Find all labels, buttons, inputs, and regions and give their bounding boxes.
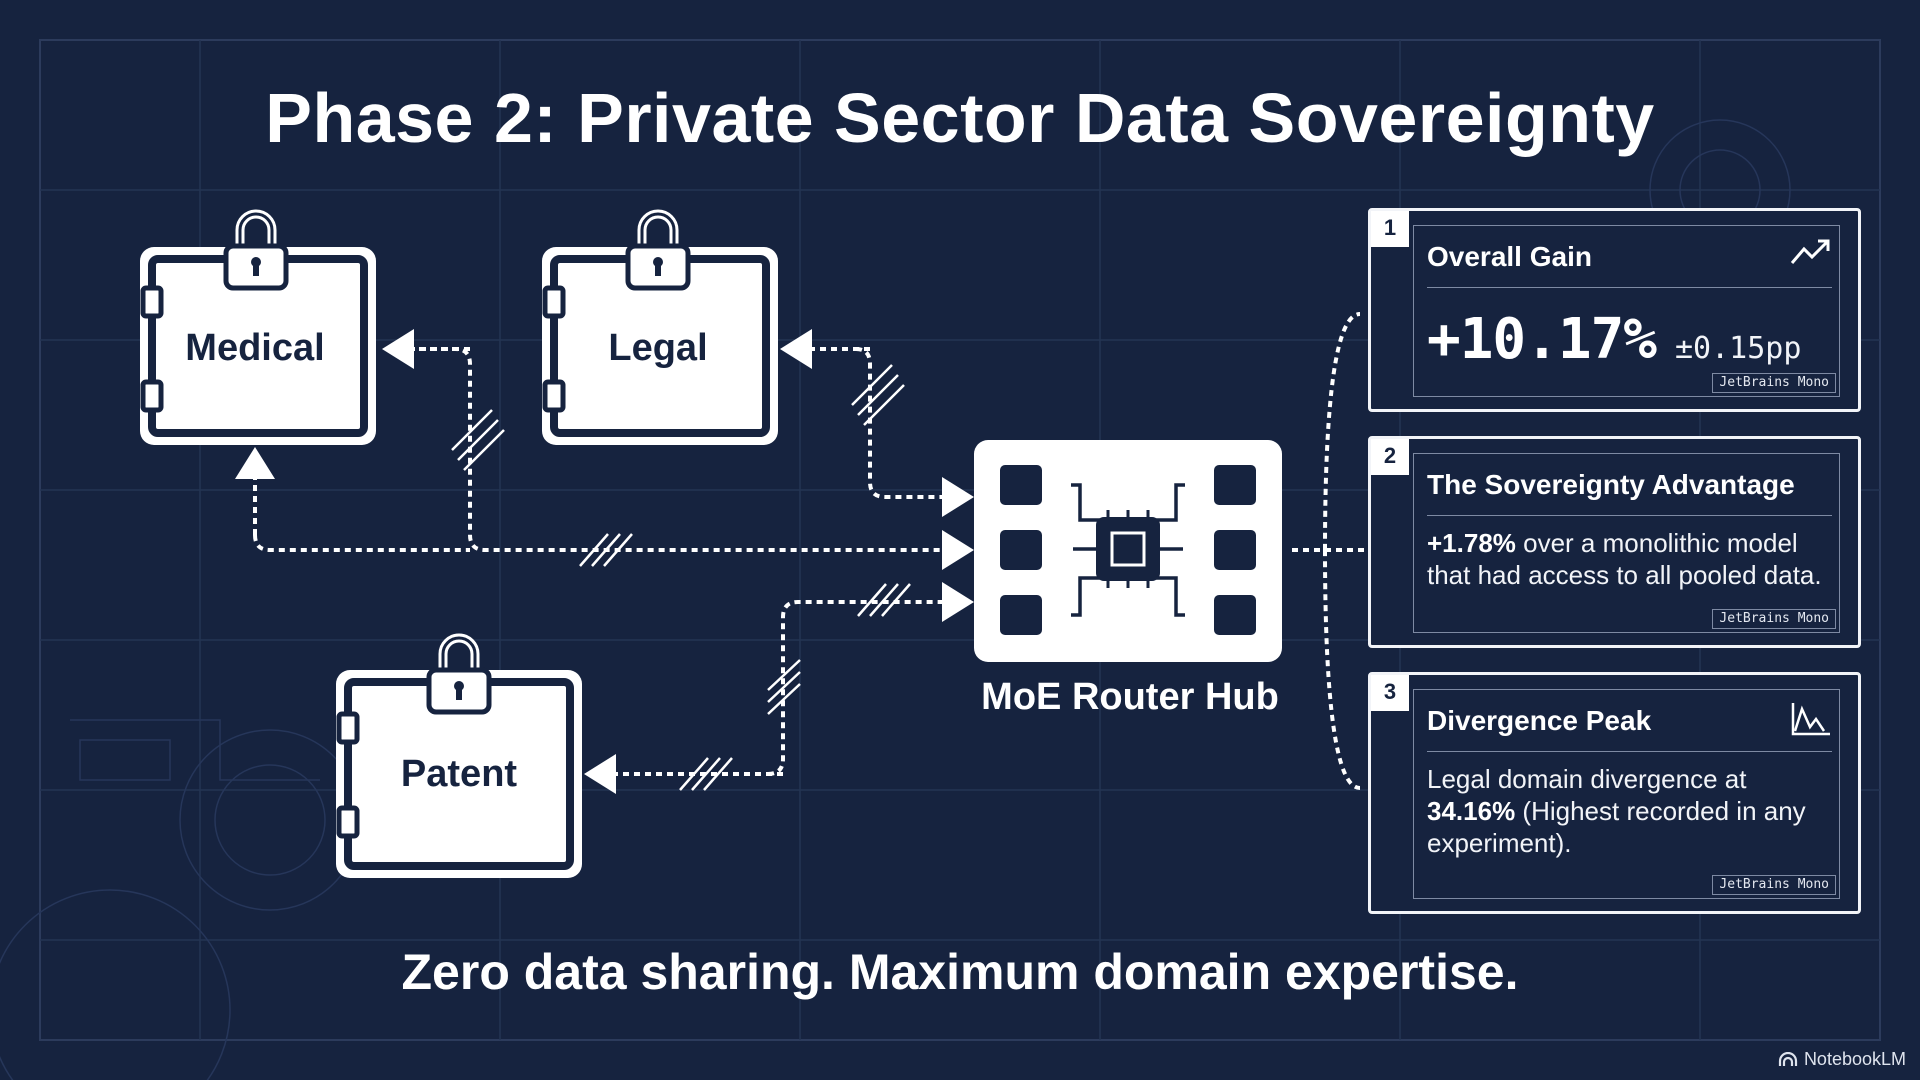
metric-card-overall-gain: 1 Overall Gain +10.17% ±0.15pp JetBrains… xyxy=(1368,208,1861,412)
card-title: The Sovereignty Advantage xyxy=(1427,469,1795,500)
overall-gain-tolerance: ±0.15pp xyxy=(1675,331,1802,366)
chip-icon xyxy=(1096,510,1160,588)
area-chart-icon xyxy=(1791,703,1830,736)
card-title: Divergence Peak xyxy=(1427,705,1652,736)
brand-name: NotebookLM xyxy=(1803,1049,1906,1069)
card-body: Legal domain divergence at 34.16% (Highe… xyxy=(1427,764,1806,858)
notebooklm-logo-icon xyxy=(1778,1051,1798,1066)
font-tag: JetBrains Mono xyxy=(1712,373,1836,393)
card-title: Overall Gain xyxy=(1427,241,1592,272)
card-body: +1.78% over a monolithic model that had … xyxy=(1427,528,1822,590)
highlight-value: 34.16% xyxy=(1427,796,1516,826)
font-tag: JetBrains Mono xyxy=(1712,609,1836,629)
trending-up-icon xyxy=(1790,239,1830,264)
font-tag: JetBrains Mono xyxy=(1712,875,1836,895)
card-number: 3 xyxy=(1371,675,1409,711)
card-number: 1 xyxy=(1371,211,1409,247)
moe-router-hub xyxy=(974,440,1282,662)
lock-icon xyxy=(223,209,289,291)
brand-watermark: NotebookLM xyxy=(1778,1049,1906,1070)
medical-node xyxy=(140,209,376,445)
patent-label: Patent xyxy=(400,753,518,795)
hub-label: MoE Router Hub xyxy=(981,676,1279,718)
legal-label: Legal xyxy=(608,327,708,369)
metric-card-sovereignty-advantage: 2 The Sovereignty Advantage +1.78% over … xyxy=(1368,436,1861,648)
patent-node xyxy=(336,633,582,878)
card-number: 2 xyxy=(1371,439,1409,475)
legal-node xyxy=(542,209,778,445)
tagline: Zero data sharing. Maximum domain expert… xyxy=(401,944,1519,1000)
lock-icon xyxy=(625,209,691,291)
metric-card-divergence-peak: 3 Divergence Peak Legal domain divergenc… xyxy=(1368,672,1861,914)
medical-label: Medical xyxy=(185,327,325,369)
hatch-marks xyxy=(451,364,911,791)
lock-icon xyxy=(426,633,492,715)
highlight-value: +1.78% xyxy=(1427,528,1516,558)
overall-gain-value: +10.17% xyxy=(1427,307,1657,372)
page-title: Phase 2: Private Sector Data Sovereignty xyxy=(265,79,1655,157)
